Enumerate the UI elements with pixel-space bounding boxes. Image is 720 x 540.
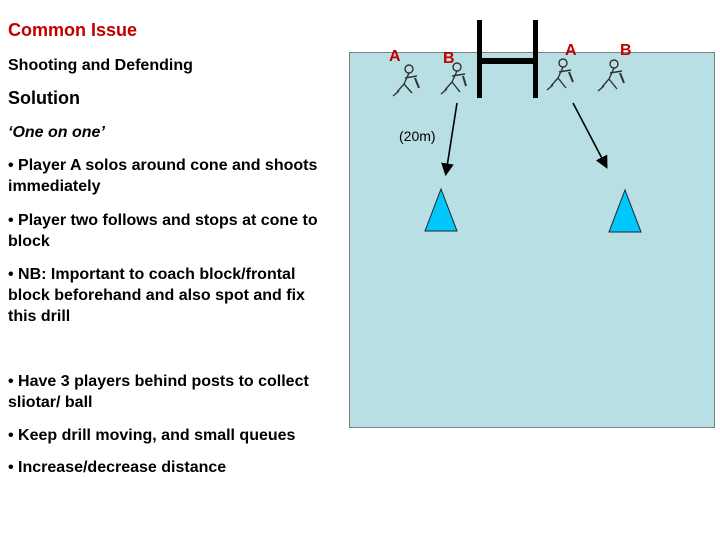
bullet-players-behind-posts: • Have 3 players behind posts to collect…	[8, 373, 309, 411]
bullet-distance: • Increase/decrease distance	[8, 459, 227, 476]
cone-icon	[608, 188, 642, 233]
player-icon	[546, 58, 574, 91]
drill-name: ‘One on one’	[8, 124, 105, 141]
heading-solution: Solution	[8, 88, 80, 108]
arrow-icon	[572, 102, 608, 169]
subheading-shooting-defending: Shooting and Defending	[8, 57, 193, 74]
heading-common-issue: Common Issue	[8, 20, 138, 40]
pitch-area	[349, 52, 715, 428]
player-icon	[440, 62, 467, 95]
arrow-icon	[441, 102, 458, 177]
goalpost-icon	[477, 20, 538, 98]
bullet-follow-and-block: • Player two follows and stops at cone t…	[8, 212, 318, 250]
player-label-a-1: A	[389, 48, 401, 65]
player-label-b-2: B	[620, 42, 632, 59]
player-label-b-1: B	[443, 50, 455, 67]
distance-label: (20m)	[399, 128, 436, 144]
player-icon	[392, 64, 420, 97]
cone-icon	[424, 187, 458, 232]
player-icon	[597, 59, 625, 92]
bullet-keep-moving: • Keep drill moving, and small queues	[8, 427, 296, 444]
bullet-solo-and-shoot: • Player A solos around cone and shoots …	[8, 157, 318, 195]
bullet-nb-coach-block: • NB: Important to coach block/frontal b…	[8, 266, 305, 325]
player-label-a-2: A	[565, 42, 577, 59]
